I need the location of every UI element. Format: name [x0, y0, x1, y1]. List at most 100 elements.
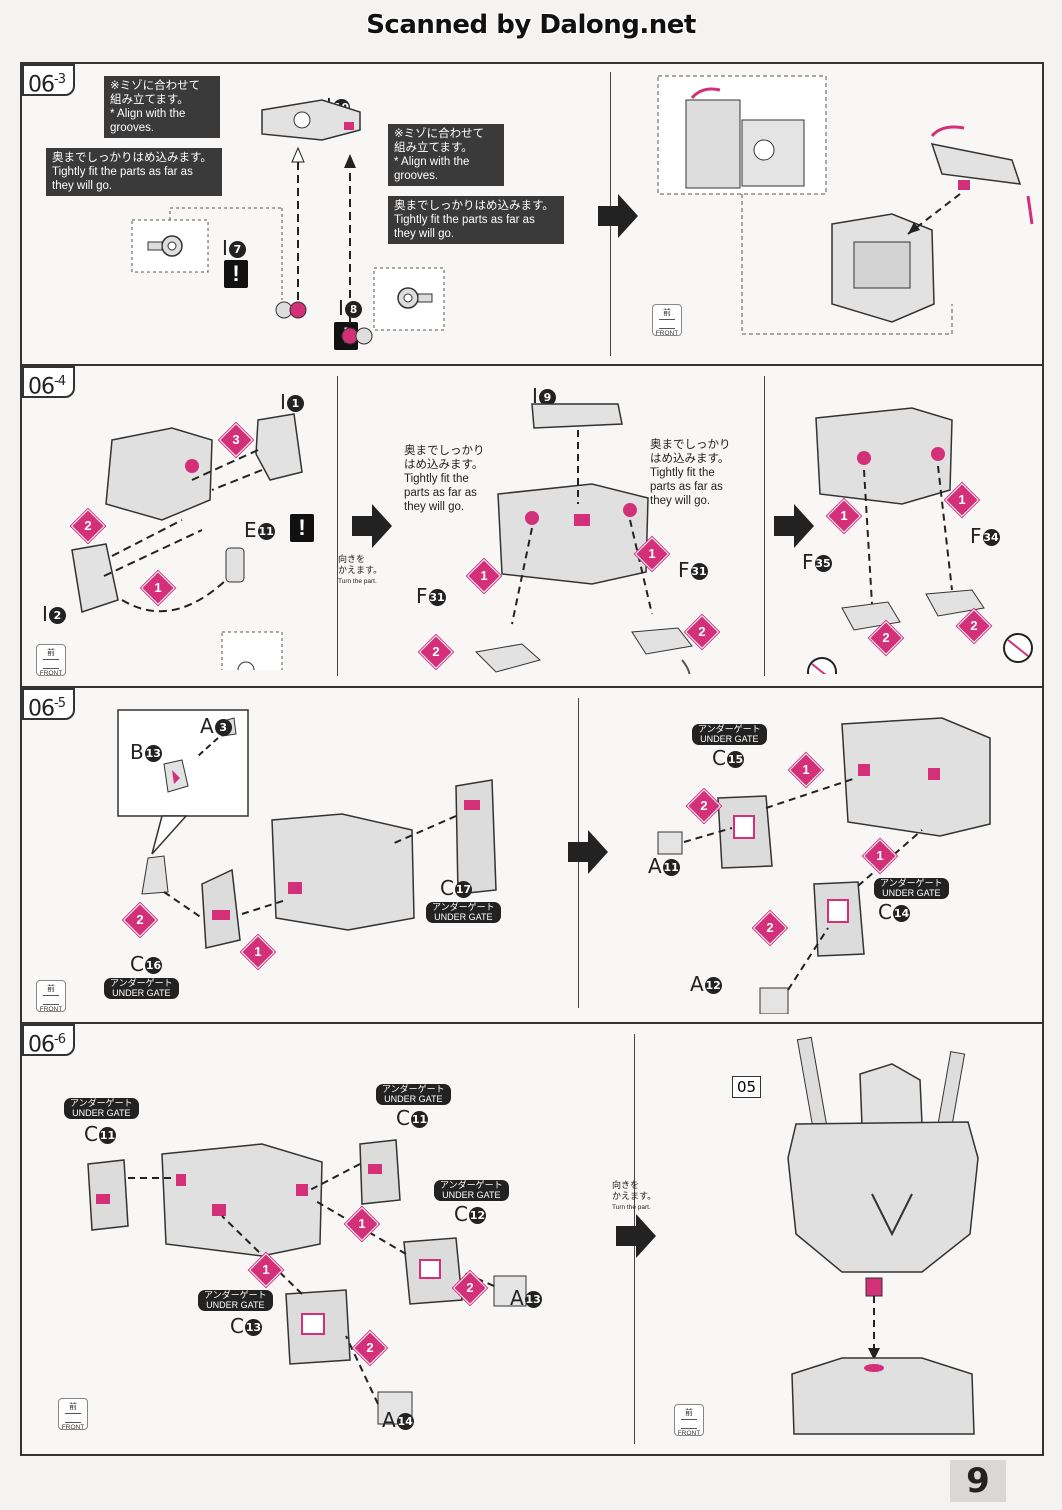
part-letter: F — [802, 550, 814, 574]
band-divider — [22, 1022, 1042, 1024]
part-number: 13 — [524, 1291, 542, 1308]
badge-jp: アンダーゲート — [382, 1084, 445, 1094]
part-letter: C — [440, 876, 454, 900]
marker-number: 2 — [698, 624, 706, 639]
part-letter: C — [130, 952, 144, 976]
part-letter: E — [244, 518, 257, 542]
badge-en: UNDER GATE — [700, 733, 759, 744]
instruction-page-frame: 06-3 ※ミゾに合わせて 組み立てます。 * Align with the g… — [20, 62, 1044, 1456]
part-number: 17 — [454, 881, 472, 898]
note-en: parts as far as — [404, 487, 477, 499]
scan-watermark: Scanned by Dalong.net — [366, 10, 696, 40]
part-letter: I — [532, 384, 538, 408]
part-letter: C — [230, 1314, 244, 1338]
note-jp: 組み立てます。 — [394, 142, 473, 154]
part-number: 15 — [726, 751, 744, 768]
next-step-arrow-icon — [352, 504, 392, 553]
note-jp: ※ミゾに合わせて — [394, 128, 485, 140]
note-en: * Align with the — [394, 156, 470, 168]
note-en: Tightly fit the — [650, 467, 715, 479]
marker-number: 2 — [136, 912, 144, 927]
front-text: FRONT — [61, 1424, 85, 1431]
front-text: FRONT — [655, 330, 679, 337]
turn-jp: 向きを — [338, 554, 366, 564]
note-align-grooves: ※ミゾに合わせて 組み立てます。 * Align with the groove… — [388, 124, 504, 186]
note-jp: はめ込みます。 — [404, 459, 484, 471]
badge-en: UNDER GATE — [206, 1299, 265, 1310]
step-label-06-3: 06-3 — [22, 64, 75, 97]
marker-number: 2 — [970, 618, 978, 633]
under-gate-badge: アンダーゲート UNDER GATE — [426, 902, 501, 923]
marker-number: 1 — [802, 762, 810, 777]
part-letter: I — [280, 390, 286, 414]
front-orientation-icon: 前 FRONT — [36, 980, 66, 1013]
part-letter: A — [510, 1286, 524, 1310]
part-letter: C — [878, 900, 892, 924]
step-label-06-5: 06-5 — [22, 688, 75, 721]
next-step-arrow-icon — [774, 504, 814, 553]
step-06-3-assembly-diagram — [657, 75, 1034, 335]
step-substep: -6 — [54, 1032, 66, 1047]
part-number: 13 — [244, 1319, 262, 1336]
step-label-06-6: 06-6 — [22, 1024, 75, 1057]
marker-number: 2 — [766, 920, 774, 935]
part-number: 3 — [214, 719, 232, 736]
step-number: 06 — [28, 374, 55, 400]
front-kanji: 前 — [685, 1408, 693, 1417]
note-jp: はめ込みます。 — [650, 453, 730, 465]
front-text: FRONT — [39, 670, 63, 677]
badge-jp: アンダーゲート — [110, 978, 173, 988]
marker-number: 2 — [700, 798, 708, 813]
note-jp: 奥までしっかり — [650, 439, 731, 451]
step-label-06-4: 06-4 — [22, 366, 75, 400]
band-divider — [22, 686, 1042, 688]
marker-number: 1 — [254, 944, 262, 959]
next-step-arrow-icon — [568, 830, 608, 879]
marker-number: 1 — [358, 1216, 366, 1231]
part-number: 14 — [892, 905, 910, 922]
marker-number: 2 — [466, 1280, 474, 1295]
badge-jp: アンダーゲート — [698, 724, 761, 734]
part-number: 2 — [48, 607, 66, 624]
part-number: 31 — [690, 563, 708, 580]
part-number: 7 — [228, 241, 246, 258]
note-en: they will go. — [52, 180, 113, 192]
step-substep: -3 — [54, 72, 66, 87]
front-kanji: 前 — [47, 984, 55, 993]
marker-number: 2 — [432, 644, 440, 659]
marker-number: 3 — [232, 432, 240, 447]
front-orientation-icon: 前 FRONT — [58, 1398, 88, 1431]
warning-icon: ! — [290, 514, 314, 542]
step-06-4-right-diagram — [807, 407, 1033, 674]
part-number: 16 — [144, 957, 162, 974]
marker-number: 1 — [840, 508, 848, 523]
note-en: they will go. — [404, 501, 465, 513]
front-kanji: 前 — [663, 308, 671, 317]
next-step-arrow-icon — [616, 1214, 656, 1263]
badge-en: UNDER GATE — [72, 1107, 131, 1118]
fit-note-left: 奥までしっかり はめ込みます。 Tightly fit the parts as… — [404, 444, 485, 514]
ref-number: 05 — [737, 1078, 757, 1096]
under-gate-badge: アンダーゲート UNDER GATE — [104, 978, 179, 999]
badge-en: UNDER GATE — [384, 1093, 443, 1104]
part-letter: C — [454, 1202, 468, 1226]
next-step-arrow-icon — [598, 194, 638, 243]
part-letter: C — [396, 1106, 410, 1130]
turn-jp: 向きを — [612, 1180, 640, 1190]
part-number: 11 — [257, 523, 275, 540]
step-substep: -4 — [54, 374, 66, 389]
step-06-5-left-diagram — [117, 709, 497, 949]
marker-number: 2 — [882, 630, 890, 645]
